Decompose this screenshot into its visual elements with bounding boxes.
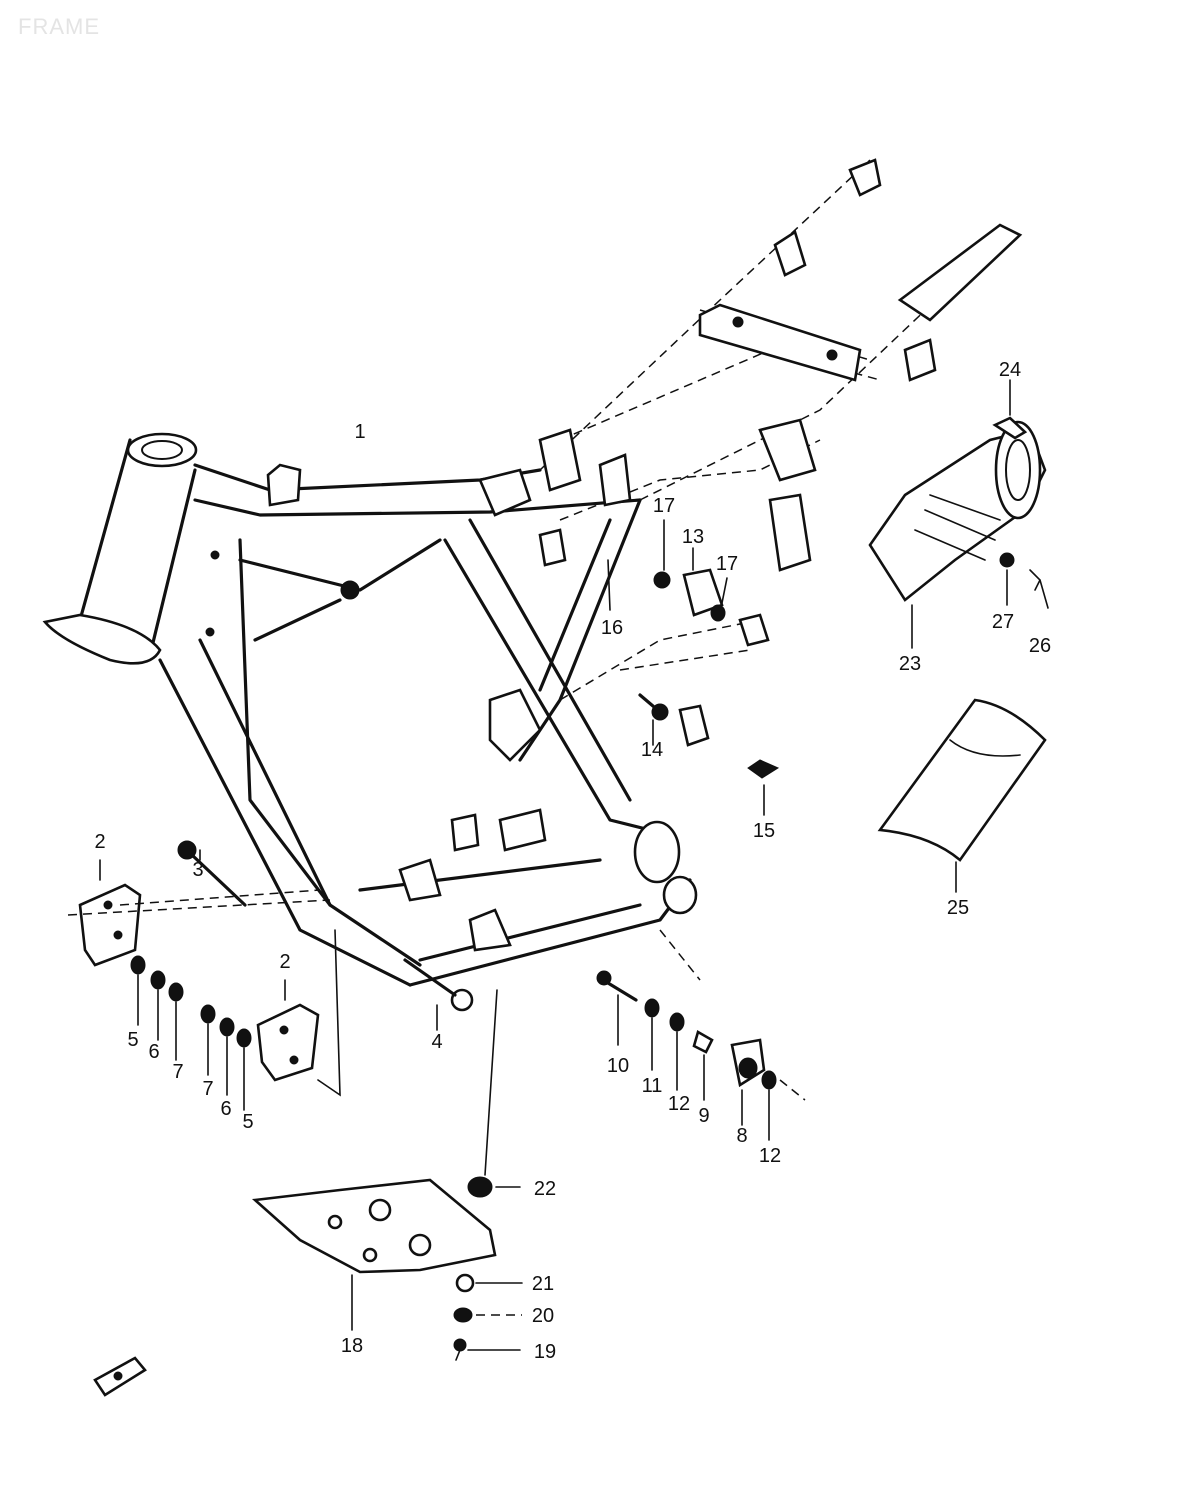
callout-14: 14 [641, 739, 663, 761]
callout-19: 19 [534, 1341, 556, 1363]
main-frame [42, 432, 698, 987]
pivot-hardware [596, 929, 806, 1141]
callout-16: 16 [601, 617, 623, 639]
callout-17: 17 [716, 553, 738, 575]
callout-23: 23 [899, 653, 921, 675]
callout-26: 26 [1029, 635, 1051, 657]
mid-small-parts [607, 519, 780, 816]
callout-8: 8 [736, 1125, 747, 1147]
callout-22: 22 [534, 1178, 556, 1200]
small-bracket [93, 1356, 147, 1397]
callout-5: 5 [127, 1029, 138, 1051]
callout-10: 10 [607, 1055, 629, 1077]
callout-25: 25 [947, 897, 969, 919]
callout-17: 17 [653, 495, 675, 517]
callout-15: 15 [753, 820, 775, 842]
callout-13: 13 [682, 526, 704, 548]
callout-7: 7 [172, 1061, 183, 1083]
callout-24: 24 [999, 359, 1021, 381]
callout-6: 6 [148, 1041, 159, 1063]
callout-20: 20 [532, 1305, 554, 1327]
rear-subframe [538, 158, 1023, 701]
callout-5: 5 [242, 1111, 253, 1133]
callout-9: 9 [698, 1105, 709, 1127]
callout-1: 1 [354, 421, 365, 443]
callout-2: 2 [94, 831, 105, 853]
callout-12: 12 [668, 1093, 690, 1115]
callout-3: 3 [192, 859, 203, 881]
callout-6: 6 [220, 1098, 231, 1120]
callout-2: 2 [279, 951, 290, 973]
rear-fender-parts [868, 379, 1049, 893]
page-title: FRAME [18, 14, 100, 39]
callout-18: 18 [341, 1335, 363, 1357]
skid-plate [251, 989, 523, 1361]
callout-21: 21 [532, 1273, 554, 1295]
callout-7: 7 [202, 1078, 213, 1100]
callout-27: 27 [992, 611, 1014, 633]
callout-12: 12 [759, 1145, 781, 1167]
engine-mount-plates [67, 840, 474, 1111]
callout-4: 4 [431, 1031, 442, 1053]
callout-11: 11 [642, 1075, 663, 1097]
